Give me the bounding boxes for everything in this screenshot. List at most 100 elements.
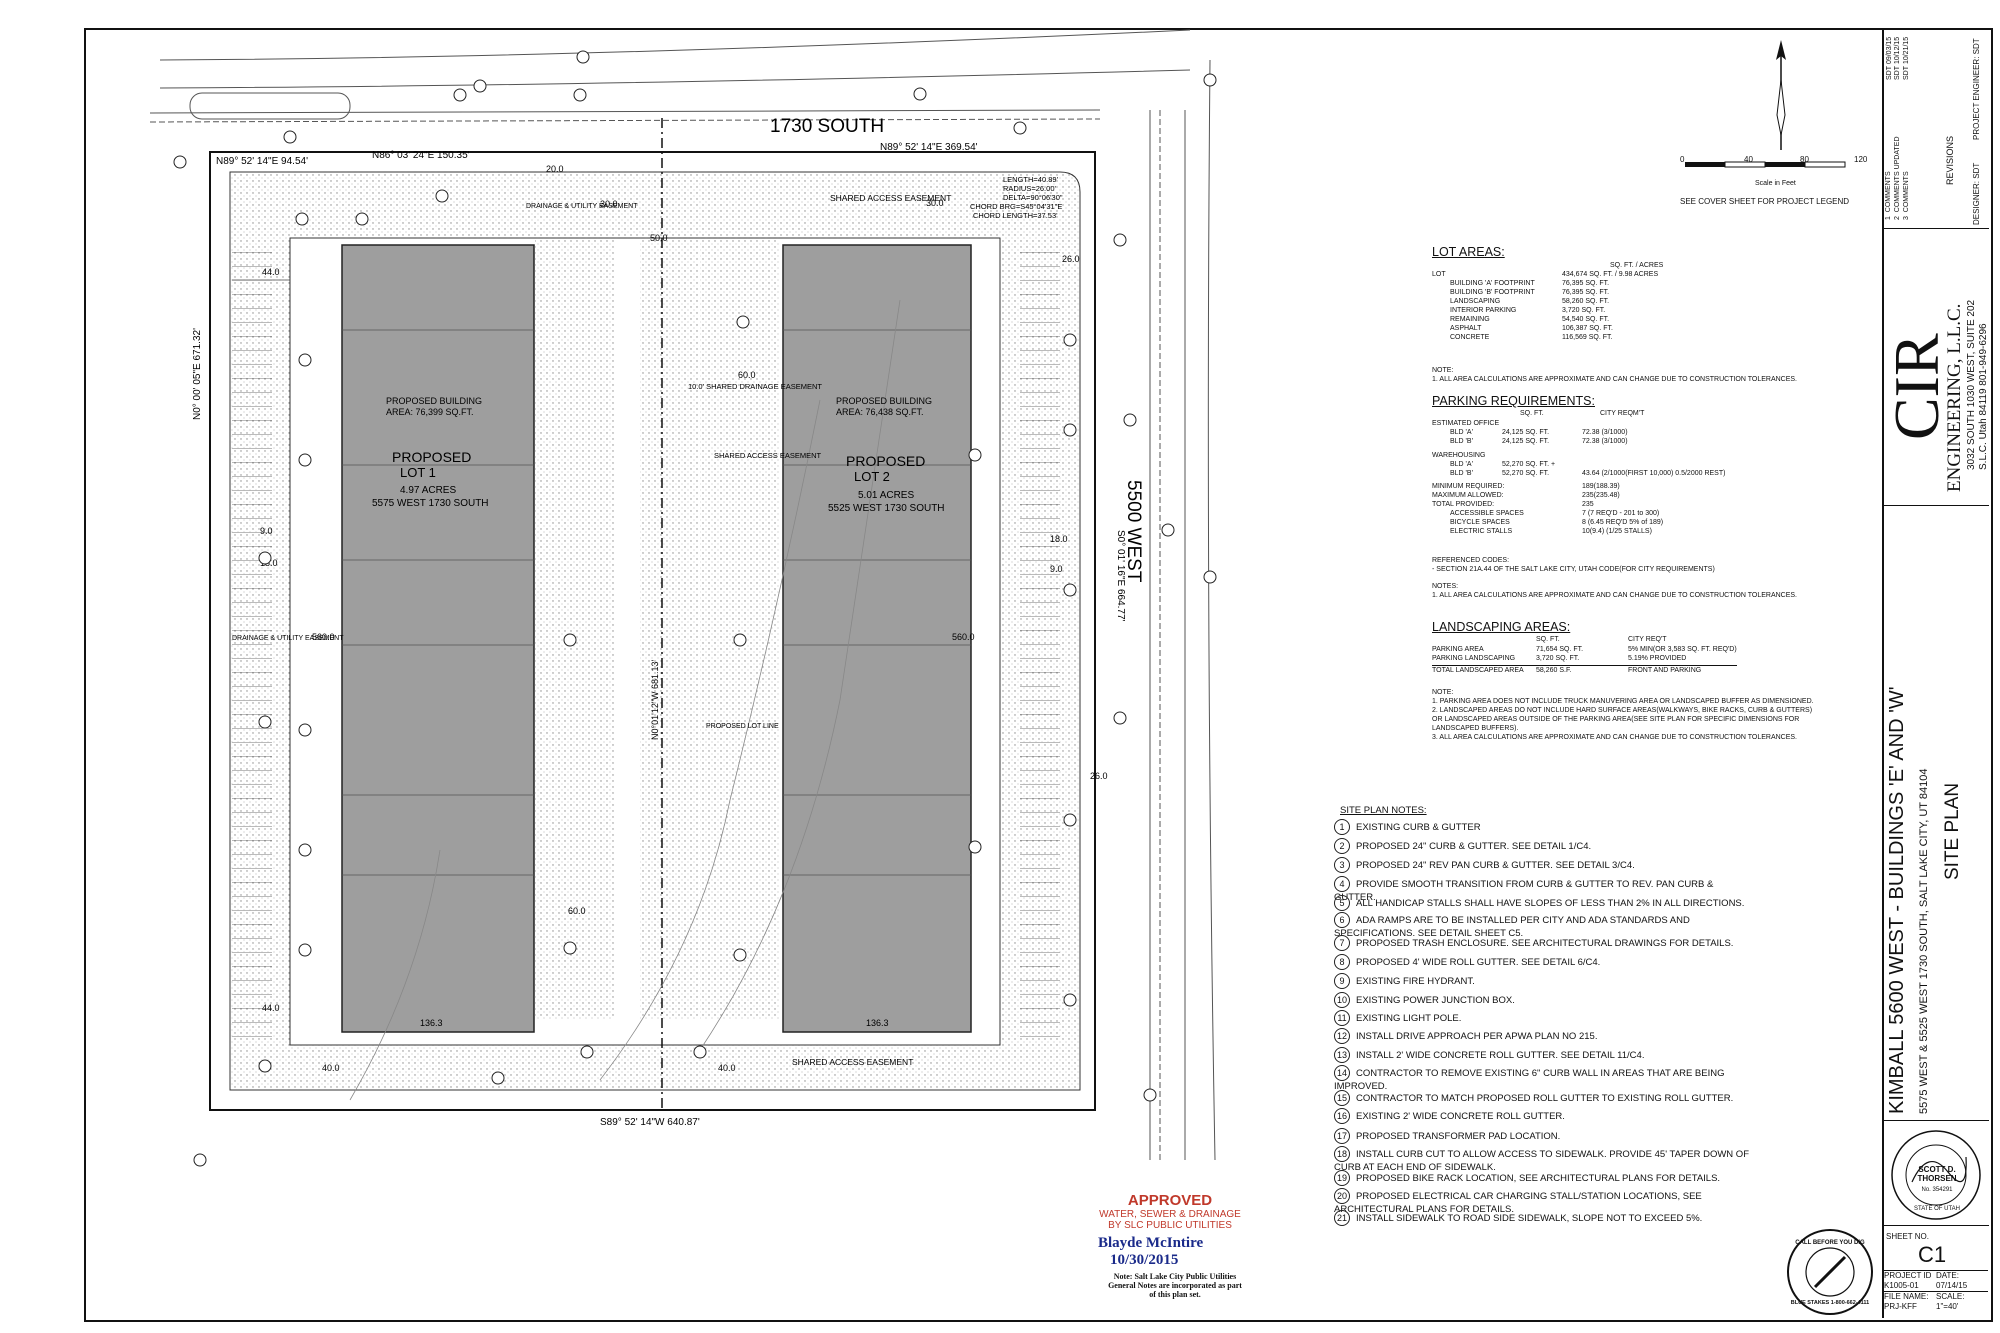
svg-text:4.97 ACRES: 4.97 ACRES	[400, 485, 456, 496]
dimensions: 560.0 560.0 136.3 136.3 60.0 60.0 44.0 4…	[260, 164, 1108, 1073]
keynote-number: 7	[1334, 935, 1350, 951]
title-divider-3	[1882, 1120, 1989, 1121]
lot-areas-note: NOTE: 1. ALL AREA CALCULATIONS ARE APPRO…	[1432, 367, 1798, 383]
svg-text:26.0: 26.0	[1090, 771, 1108, 781]
svg-text:30.0: 30.0	[926, 198, 944, 208]
site-plan-note-13: 13 INSTALL 2' WIDE CONCRETE ROLL GUTTER. …	[1334, 1047, 1644, 1063]
keynote-number: 3	[1334, 857, 1350, 873]
svg-text:560.0: 560.0	[952, 632, 975, 642]
keynote-text: INSTALL CURB CUT TO ALLOW ACCESS TO SIDE…	[1334, 1149, 1749, 1173]
company-name: CIR	[1881, 333, 1952, 440]
building-lot1	[341, 244, 535, 1033]
keynote-text: EXISTING LIGHT POLE.	[1356, 1013, 1462, 1024]
keynote-text: INSTALL 2' WIDE CONCRETE ROLL GUTTER. SE…	[1356, 1050, 1645, 1061]
scale-tick-1: 40	[1744, 155, 1753, 164]
north-arrow	[1776, 40, 1786, 150]
sheet-title: SITE PLAN	[1942, 782, 1963, 880]
svg-text:50.0: 50.0	[650, 233, 668, 243]
label-drainage-utility: DRAINAGE & UTILITY EASEMENT	[526, 203, 638, 210]
site-plan-note-17: 17 PROPOSED TRANSFORMER PAD LOCATION.	[1334, 1128, 1560, 1144]
pe-seal	[1891, 1130, 1981, 1220]
approval-line1: WATER, SEWER & DRAINAGE	[1099, 1209, 1241, 1220]
keynote-text: PROPOSED 4' WIDE ROLL GUTTER. SEE DETAIL…	[1356, 957, 1601, 968]
svg-text:136.3: 136.3	[420, 1018, 443, 1028]
svg-text:136.3: 136.3	[866, 1018, 889, 1028]
bearing-left: N0° 00' 05"E 671.32'	[192, 328, 203, 420]
rev-2: 2 COMMENTS UPDATED	[1894, 136, 1901, 220]
approval-title: APPROVED	[1127, 1192, 1213, 1209]
keynote-number: 5	[1334, 895, 1350, 911]
property-boundary	[209, 151, 1096, 1111]
parking-header-city: CITY REQM'T	[1600, 410, 1645, 417]
company-addr1: 3032 SOUTH 1030 WEST, SUITE 202	[1966, 299, 1977, 470]
svg-text:DELTA=90°06'30": DELTA=90°06'30"	[1003, 193, 1063, 202]
keynote-number: 8	[1334, 954, 1350, 970]
seal-name: SCOTT D. THORSEN	[1917, 1165, 1957, 1183]
curve-data: LENGTH=40.89' RADIUS=26.00' DELTA=90°06'…	[970, 175, 1063, 220]
project-address: 5575 WEST & 5525 WEST 1730 SOUTH, SALT L…	[1918, 768, 1930, 1114]
keynote-number: 19	[1334, 1170, 1350, 1186]
legend-ref: SEE COVER SHEET FOR PROJECT LEGEND	[1680, 197, 1850, 206]
keynote-text: PROPOSED TRANSFORMER PAD LOCATION.	[1356, 1131, 1561, 1142]
svg-text:AREA: 76,399 SQ.FT.: AREA: 76,399 SQ.FT.	[386, 407, 474, 417]
keynote-text: PROPOSED ELECTRICAL CAR CHARGING STALL/S…	[1334, 1191, 1702, 1215]
keynote-text: EXISTING CURB & GUTTER	[1356, 822, 1481, 833]
parking-header-sqft: SQ. FT.	[1520, 410, 1544, 417]
company-sub: ENGINEERING, L.L.C.	[1944, 303, 1965, 492]
svg-text:26.0: 26.0	[1062, 254, 1080, 264]
rev-1: 1 COMMENTS	[1885, 171, 1892, 220]
seal-no: No. 354291	[1921, 1187, 1953, 1193]
bearing-top-1: N89° 52' 14"E 94.54'	[216, 156, 308, 167]
svg-text:PROPOSED: PROPOSED	[392, 449, 471, 465]
scale-tick-2: 80	[1800, 155, 1809, 164]
scale-label: Scale in Feet	[1755, 180, 1796, 187]
title-block	[1882, 28, 1991, 1318]
street-east: 5500 WEST	[1123, 480, 1144, 583]
bearing-center: N0°01'12"W 681.13'	[650, 659, 660, 740]
keynote-number: 13	[1334, 1047, 1350, 1063]
sheet-no-label: SHEET NO.	[1886, 1232, 1929, 1241]
approval-name: Blayde McIntire	[1098, 1235, 1204, 1251]
scale-tick-3: 120	[1854, 155, 1868, 164]
label-shared-drainage: 10.0' SHARED DRAINAGE EASEMENT	[688, 382, 822, 391]
keynote-number: 17	[1334, 1128, 1350, 1144]
svg-text:30.0: 30.0	[600, 199, 618, 209]
north-road	[149, 29, 1191, 123]
keynote-text: INSTALL SIDEWALK TO ROAD SIDE SIDEWALK, …	[1356, 1213, 1703, 1224]
svg-text:LENGTH=40.89': LENGTH=40.89'	[1003, 175, 1059, 184]
approval-line2: BY SLC PUBLIC UTILITIES	[1108, 1220, 1232, 1231]
svg-text:PROPOSED: PROPOSED	[846, 453, 925, 469]
bearing-right: S0° 01' 16"E 664.77'	[1115, 530, 1126, 622]
label-shared-access-mid: SHARED ACCESS EASEMENT	[714, 451, 822, 460]
svg-text:PROPOSED BUILDING: PROPOSED BUILDING	[836, 396, 932, 406]
project-title: KIMBALL 5600 WEST - BUILDINGS 'E' AND 'W…	[1886, 686, 1908, 1114]
approval-date: 10/30/2015	[1110, 1252, 1179, 1268]
svg-text:9.0: 9.0	[260, 526, 273, 536]
keynote-text: PROVIDE SMOOTH TRANSITION FROM CURB & GU…	[1334, 879, 1714, 903]
keynote-text: PROPOSED 24" CURB & GUTTER. SEE DETAIL 1…	[1356, 841, 1592, 852]
svg-text:5.01 ACRES: 5.01 ACRES	[858, 490, 914, 501]
svg-text:60.0: 60.0	[568, 906, 586, 916]
street-north: 1730 SOUTH	[770, 116, 884, 137]
title-divider-4	[1882, 1225, 1989, 1226]
parking-codes: REFERENCED CODES: - SECTION 21A.44 OF TH…	[1432, 557, 1798, 599]
keynote-number: 14	[1334, 1065, 1350, 1081]
svg-text:60.0: 60.0	[738, 370, 756, 380]
label-shared-access-top: SHARED ACCESS EASEMENT	[830, 193, 951, 203]
label-drainage-utility-left: DRAINAGE & UTILITY EASEMENT	[232, 635, 344, 642]
approval-stamp: APPROVED WATER, SEWER & DRAINAGE BY SLC …	[1080, 1192, 1260, 1231]
keynote-text: CONTRACTOR TO REMOVE EXISTING 6" CURB WA…	[1334, 1068, 1725, 1092]
svg-text:CHORD BRG=S45°04'31"E: CHORD BRG=S45°04'31"E	[970, 202, 1062, 211]
bearing-top-3: N89° 52' 14"E 369.54'	[880, 142, 978, 153]
seal-state: STATE OF UTAH	[1914, 1206, 1960, 1212]
keynote-number: 10	[1334, 992, 1350, 1008]
designer: DESIGNER: SDT	[1972, 162, 1981, 225]
keynote-number: 16	[1334, 1108, 1350, 1124]
rev-dates-3: SDT 10/21/15	[1903, 36, 1910, 80]
scale-tick-0: 0	[1680, 155, 1685, 164]
site-plan-drawing: 1730 SOUTH 5500 WEST N89° 52' 14"E 94.54…	[149, 29, 1217, 1167]
